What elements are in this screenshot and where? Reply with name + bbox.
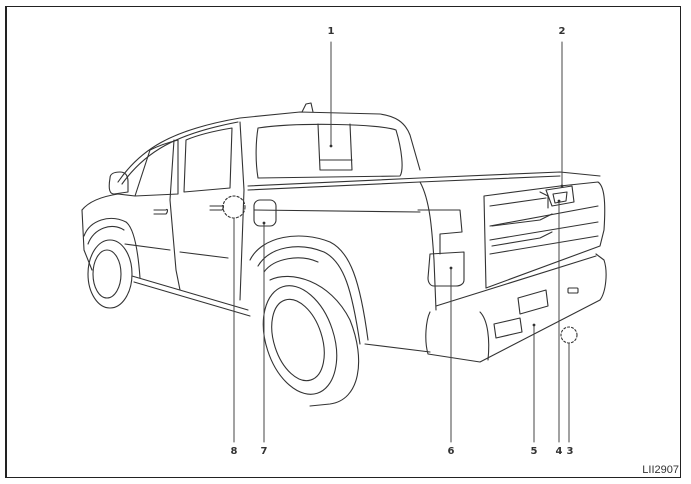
callout-2: 2 bbox=[558, 26, 566, 37]
figure-frame bbox=[5, 6, 681, 478]
callout-6: 6 bbox=[447, 446, 455, 457]
truck-body bbox=[81, 102, 607, 407]
figure-id-code: LII2907 bbox=[642, 464, 679, 476]
callout-3: 3 bbox=[566, 446, 574, 457]
callout-1: 1 bbox=[327, 26, 335, 37]
callout-8: 8 bbox=[230, 446, 238, 457]
leader-dots bbox=[262, 144, 564, 327]
leader-lines bbox=[233, 41, 570, 443]
callout-4: 4 bbox=[555, 446, 563, 457]
callout-5: 5 bbox=[530, 446, 538, 457]
callout-7: 7 bbox=[260, 446, 268, 457]
